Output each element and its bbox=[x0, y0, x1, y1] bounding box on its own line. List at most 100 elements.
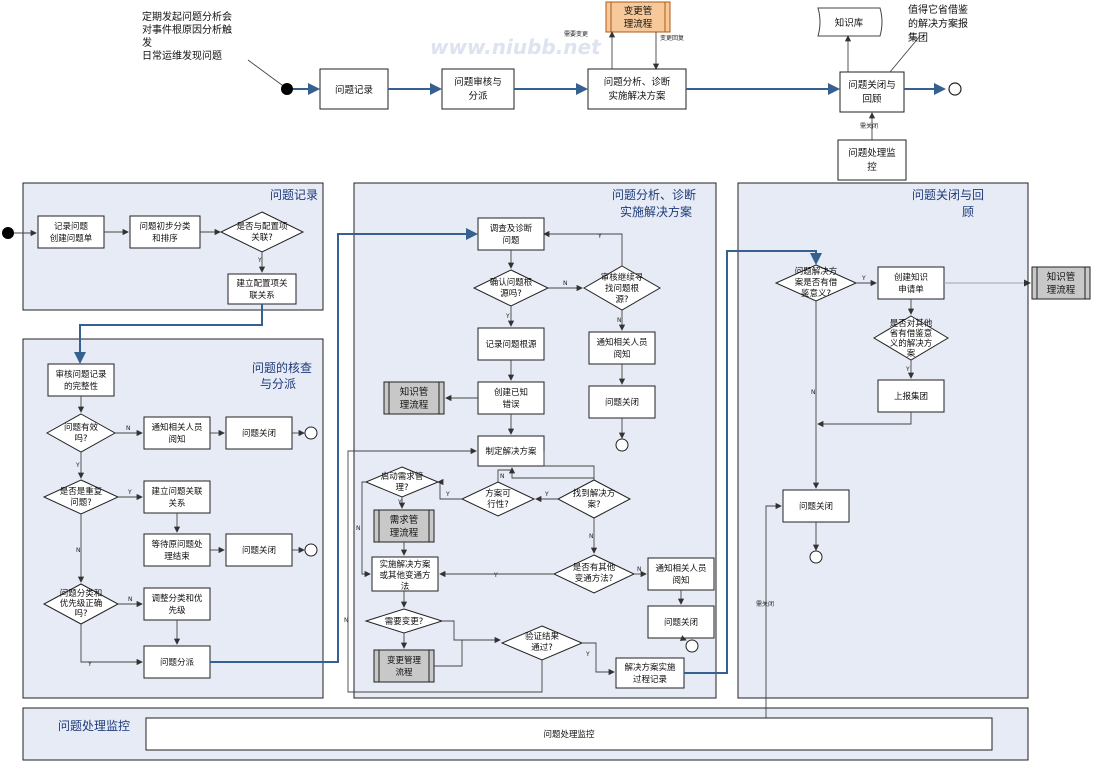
l3-notify-2[interactable] bbox=[647, 557, 715, 591]
l1-record-create[interactable] bbox=[37, 215, 105, 249]
svg-text:问题关闭与: 问题关闭与 bbox=[848, 79, 896, 91]
svg-text:问题处理监: 问题处理监 bbox=[848, 147, 896, 159]
l2-assign[interactable] bbox=[143, 645, 211, 679]
svg-text:问题解决方: 问题解决方 bbox=[795, 266, 838, 277]
top-review-assign[interactable] bbox=[441, 68, 515, 110]
l3-close-2[interactable] bbox=[647, 605, 715, 639]
svg-text:错误: 错误 bbox=[502, 399, 520, 410]
l3-record-root[interactable] bbox=[477, 327, 545, 361]
svg-text:创建问题单: 创建问题单 bbox=[50, 233, 93, 244]
svg-text:通知相关人员: 通知相关人员 bbox=[596, 337, 647, 348]
l3-close-1[interactable] bbox=[588, 385, 656, 419]
l3-feasible-decision[interactable] bbox=[460, 481, 536, 517]
svg-text:解决方案实施: 解决方案实施 bbox=[624, 662, 676, 673]
svg-text:顾: 顾 bbox=[962, 205, 974, 219]
svg-text:通过?: 通过? bbox=[531, 642, 553, 653]
svg-text:法: 法 bbox=[401, 581, 410, 592]
top-knowledge-base[interactable] bbox=[817, 7, 883, 37]
l2-end-node-2 bbox=[304, 543, 318, 557]
l2-end-node-1 bbox=[304, 426, 318, 440]
l4-knowledge-process[interactable] bbox=[1031, 266, 1091, 300]
svg-text:理流程: 理流程 bbox=[400, 399, 429, 411]
svg-text:制定解决方案: 制定解决方案 bbox=[485, 446, 537, 457]
l3-known-error[interactable] bbox=[477, 381, 545, 415]
l2-relate[interactable] bbox=[143, 480, 211, 514]
svg-text:行性?: 行性? bbox=[487, 499, 509, 510]
svg-text:Y: Y bbox=[597, 233, 602, 240]
svg-text:对事件根原因分析触: 对事件根原因分析触 bbox=[142, 23, 232, 36]
l4-close[interactable] bbox=[782, 489, 850, 523]
svg-text:通知相关人员: 通知相关人员 bbox=[151, 422, 202, 433]
svg-text:鉴意义?: 鉴意义? bbox=[801, 288, 831, 299]
l3-implement[interactable] bbox=[371, 556, 439, 592]
svg-text:是否对其他: 是否对其他 bbox=[890, 318, 933, 329]
svg-text:Y: Y bbox=[397, 499, 402, 506]
change-reply-label: 变更回复 bbox=[660, 34, 684, 42]
svg-text:和排序: 和排序 bbox=[152, 233, 178, 244]
svg-text:集团: 集团 bbox=[908, 31, 928, 44]
top-analysis-solution[interactable] bbox=[587, 68, 687, 110]
l3-investigate[interactable] bbox=[477, 217, 545, 251]
svg-text:Y: Y bbox=[87, 661, 92, 668]
svg-text:回顾: 回顾 bbox=[862, 94, 882, 105]
l2-close-2[interactable] bbox=[225, 533, 293, 567]
svg-text:Y: Y bbox=[544, 491, 549, 498]
svg-text:问题关闭: 问题关闭 bbox=[242, 428, 276, 439]
l2-notify[interactable] bbox=[143, 416, 211, 450]
flow-line bbox=[74, 304, 263, 364]
l3-notify[interactable] bbox=[588, 331, 656, 365]
l3-workaround-decision[interactable] bbox=[552, 554, 636, 594]
svg-text:案: 案 bbox=[907, 348, 916, 359]
svg-text:问题审核与: 问题审核与 bbox=[454, 76, 502, 88]
svg-text:Y: Y bbox=[75, 462, 80, 469]
l2-audit-record[interactable] bbox=[47, 363, 115, 397]
l3-knowledge-process[interactable] bbox=[383, 381, 445, 415]
svg-text:记录问题: 记录问题 bbox=[54, 222, 89, 232]
svg-text:优先级正确: 优先级正确 bbox=[60, 598, 103, 609]
svg-text:知识管: 知识管 bbox=[400, 386, 429, 398]
note-callout-line bbox=[247, 59, 287, 89]
svg-text:确认问题根: 确认问题根 bbox=[490, 277, 533, 288]
l1-initial-classify[interactable] bbox=[129, 215, 201, 249]
svg-text:调查及诊断: 调查及诊断 bbox=[490, 223, 533, 234]
top-worth-note: 值得它省借鉴 的解决方案报 集团 bbox=[908, 3, 968, 44]
svg-text:先级: 先级 bbox=[168, 605, 186, 616]
top-monitor[interactable] bbox=[837, 139, 907, 181]
svg-text:案?: 案? bbox=[587, 499, 600, 510]
svg-text:记录问题根源: 记录问题根源 bbox=[485, 339, 537, 350]
svg-text:需关闭: 需关闭 bbox=[860, 122, 878, 130]
l3-req-process[interactable] bbox=[373, 509, 435, 543]
svg-text:Y: Y bbox=[861, 275, 866, 282]
svg-text:调整分类和优: 调整分类和优 bbox=[151, 593, 203, 604]
lane1-title: 问题记录 bbox=[270, 188, 318, 202]
lane1-start-node bbox=[2, 227, 14, 239]
l4-end-node bbox=[809, 550, 823, 564]
svg-text:N: N bbox=[344, 617, 349, 624]
l3-make-solution[interactable] bbox=[477, 435, 545, 467]
svg-text:N: N bbox=[811, 389, 816, 396]
svg-text:源吗?: 源吗? bbox=[500, 289, 522, 299]
svg-text:问题?: 问题? bbox=[70, 498, 92, 508]
top-problem-record-label: 问题记录 bbox=[335, 84, 374, 96]
svg-text:找到解决方: 找到解决方 bbox=[573, 488, 616, 499]
svg-text:吗?: 吗? bbox=[74, 434, 87, 444]
svg-text:阅知: 阅知 bbox=[168, 434, 185, 445]
lane2-title: 问题的核查 bbox=[252, 360, 312, 375]
l3-change-process[interactable] bbox=[373, 649, 435, 683]
svg-text:审核继续寻: 审核继续寻 bbox=[601, 272, 644, 283]
svg-text:阅知: 阅知 bbox=[672, 575, 689, 586]
svg-text:审核问题记录: 审核问题记录 bbox=[55, 369, 107, 380]
l2-adjust[interactable] bbox=[143, 587, 211, 621]
l2-wait[interactable] bbox=[143, 533, 211, 567]
top-change-mgmt-process[interactable] bbox=[605, 1, 671, 33]
svg-text:过程记录: 过程记录 bbox=[633, 674, 668, 685]
svg-text:发: 发 bbox=[142, 36, 152, 49]
svg-text:验证结果: 验证结果 bbox=[525, 631, 560, 642]
svg-text:分派: 分派 bbox=[468, 91, 488, 102]
svg-text:与分派: 与分派 bbox=[260, 377, 296, 391]
svg-text:Y: Y bbox=[493, 572, 498, 579]
top-closure-review[interactable] bbox=[839, 71, 905, 113]
monitor-box[interactable] bbox=[145, 717, 993, 751]
l2-close-1[interactable] bbox=[225, 416, 293, 450]
svg-text:需求管: 需求管 bbox=[390, 514, 419, 526]
